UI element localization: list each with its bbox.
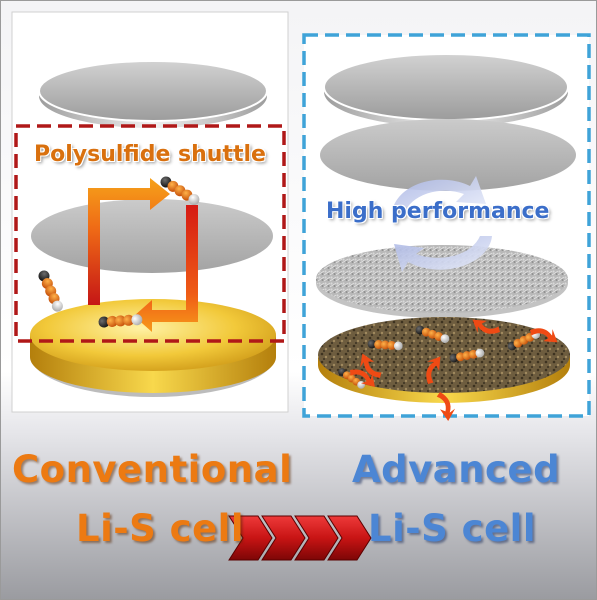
advanced-title: Advanced	[352, 448, 561, 491]
top-current-collector-disc	[323, 53, 569, 127]
advanced-cell-panel	[302, 33, 591, 423]
polysulfide-shuttle-label: Polysulfide shuttle	[34, 142, 266, 167]
separator-disc	[320, 119, 576, 191]
cycling-arrows	[392, 176, 492, 272]
conventional-cell-panel	[11, 11, 289, 413]
conventional-title: Conventional	[12, 448, 293, 491]
high-performance-label: High performance	[326, 199, 550, 224]
polysulfide-shuttle-box	[14, 124, 286, 343]
composite-cathode-disc	[318, 317, 570, 403]
interlayer-disc	[316, 245, 568, 318]
conventional-subtitle: Li-S cell	[76, 507, 245, 550]
lithium-anode-disc	[30, 299, 276, 397]
separator-disc	[31, 199, 273, 273]
advanced-subtitle: Li-S cell	[368, 507, 537, 550]
transition-chevrons	[228, 515, 372, 561]
top-current-collector-disc	[38, 60, 268, 128]
